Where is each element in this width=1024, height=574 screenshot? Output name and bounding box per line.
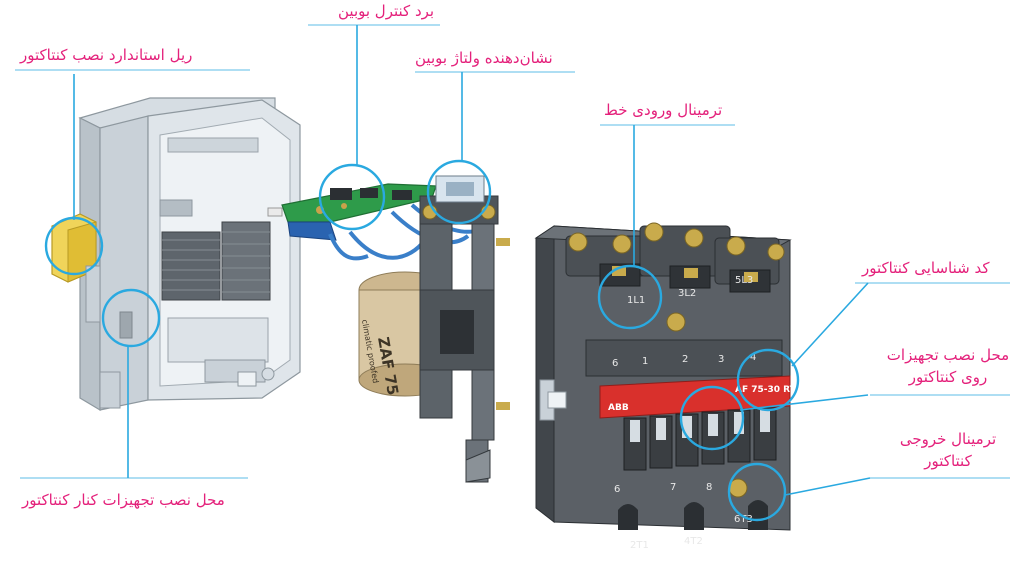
svg-text:8: 8: [706, 482, 712, 493]
label-line-terminal: ترمینال ورودی خط: [604, 101, 723, 119]
terminal-label-3l2: 3L2: [678, 288, 696, 299]
label-coil-indicator: نشان‌دهنده ولتاژ بوبین: [415, 49, 553, 67]
label-accessory-top: محل نصب تجهیزات روی کنتاکتور: [886, 346, 1010, 386]
svg-text:4: 4: [750, 352, 756, 363]
terminal-label-2t1: 2T1: [630, 540, 649, 551]
label-output-terminal: ترمینال خروجی کنتاکتور: [899, 430, 997, 470]
callout-output-terminal: [727, 462, 787, 522]
svg-text:2: 2: [682, 354, 688, 365]
contactor-housing-back: [51, 97, 301, 412]
callout-coil-indicator: [426, 159, 492, 225]
din-rail-clip: [51, 213, 101, 323]
terminal-label-1l1: 1L1: [627, 295, 645, 306]
coil-control-pcb: [267, 183, 492, 261]
callout-side-accessory: [101, 288, 161, 348]
callout-top-accessory: [679, 385, 745, 451]
svg-text:1: 1: [642, 356, 648, 367]
model-label: AF 75-30 RT: [735, 385, 797, 395]
terminal-label-5l3: 5L3: [735, 275, 753, 286]
label-accessory-side: محل نصب تجهیزات کنار کنتاکتور: [22, 491, 225, 509]
svg-text:6: 6: [612, 358, 618, 369]
brand-label: ABB: [608, 403, 629, 413]
callout-pcb: [318, 163, 386, 231]
label-rail: ریل استاندارد نصب کنتاکتور: [20, 46, 193, 64]
magnet-core: [161, 221, 271, 301]
terminal-label-6t3: 6T3: [734, 514, 753, 525]
callout-contactor-code: [736, 348, 800, 412]
label-contactor-code: کد شناسایی کنتاکتور: [862, 259, 990, 277]
svg-text:3: 3: [718, 354, 724, 365]
leader-lines: [15, 24, 1010, 496]
svg-text:7: 7: [670, 482, 676, 493]
label-coil-board: برد کنترل بوبین: [338, 2, 435, 20]
contactor-body: 1L1 3L2 5L3 6 1 2 3 4 ABB AF 75-30 RT 6 …: [534, 222, 797, 551]
callout-circles: [44, 159, 800, 522]
callout-line-terminal: [597, 264, 663, 330]
svg-text:6: 6: [614, 484, 620, 495]
terminal-label-4t2: 4T2: [684, 536, 703, 547]
